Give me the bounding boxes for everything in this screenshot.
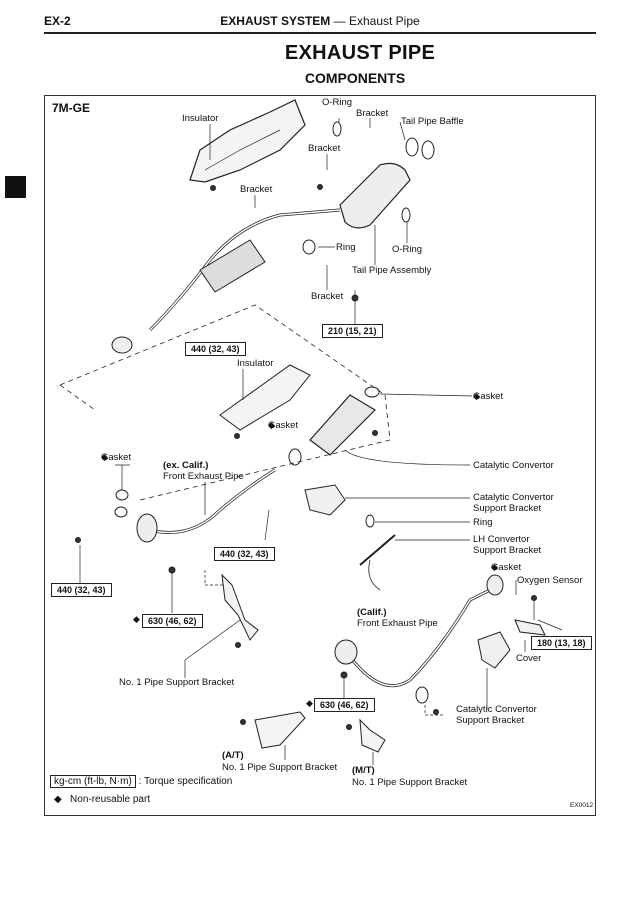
oring-right-part	[401, 207, 411, 223]
label-lh-convertor-bracket: LH Convertor Support Bracket	[473, 534, 542, 556]
label-gasket-left: ◆ Gasket	[101, 452, 132, 463]
gasket-mid-part	[288, 448, 302, 466]
label-no1-pipe-support-bracket: No. 1 Pipe Support Bracket	[119, 677, 235, 688]
tail-pipe-baffle-part	[405, 137, 419, 157]
clamp-part	[415, 686, 429, 704]
cover-part	[514, 619, 546, 636]
label-tail-pipe-baffle: Tail Pipe Baffle	[401, 116, 464, 127]
catalytic-convertor-part	[309, 394, 376, 456]
insulator-upper-part	[189, 99, 306, 183]
page-code: EX-2	[44, 14, 71, 28]
label-front-exhaust-pipe-calif: Front Exhaust Pipe	[357, 618, 438, 629]
non-reusable-icon: ◆	[101, 452, 108, 462]
subsection-title: Exhaust Pipe	[348, 14, 420, 28]
header-separator: —	[333, 14, 346, 28]
label-bracket-lower: Bracket	[311, 291, 344, 302]
section-tab-marker	[5, 176, 26, 198]
tail-pipe-muffler-part	[339, 162, 411, 229]
page-subtitle: COMPONENTS	[304, 70, 406, 86]
label-ex-calif: (ex. Calif.)	[163, 460, 209, 471]
legend-torque-unit: kg-cm (ft-lb, N·m)	[50, 775, 136, 788]
oring-upper-part	[332, 121, 342, 137]
torque-spec-630-right: 630 (46, 62)	[314, 698, 375, 712]
torque-spec-630-left: 630 (46, 62)	[142, 614, 203, 628]
label-insulator-upper: Insulator	[182, 113, 219, 124]
label-front-exhaust-pipe-exc: Front Exhaust Pipe	[163, 471, 244, 482]
label-mt: (M/T)	[352, 765, 375, 776]
cat-support-bracket-1-part	[304, 484, 346, 516]
gasket-right-part	[364, 386, 380, 398]
label-cover: Cover	[516, 653, 542, 664]
label-oxygen-sensor: Oxygen Sensor	[517, 575, 583, 586]
ring-upper-part	[302, 239, 316, 255]
label-gasket-right: ◆ Gasket	[473, 391, 504, 402]
label-cat-support-bracket-1: Catalytic Convertor Support Bracket	[473, 492, 554, 514]
page-title: EXHAUST PIPE	[284, 42, 436, 64]
legend-non-reusable-desc: Non-reusable part	[70, 794, 151, 805]
at-bracket-part	[254, 711, 306, 749]
header-rule	[44, 32, 596, 34]
label-gasket-oxygen: ◆Gasket	[491, 562, 522, 573]
ring-lower-part	[365, 514, 375, 528]
label-insulator-middle: Insulator	[237, 358, 274, 369]
label-tail-pipe-assembly: Tail Pipe Assembly	[352, 265, 432, 276]
no1-pipe-support-bracket-part	[221, 573, 259, 641]
running-header: EXHAUST SYSTEM — Exhaust Pipe	[0, 14, 640, 28]
non-reusable-icon: ◆	[306, 698, 313, 708]
dashed-group-outline	[59, 304, 391, 501]
non-reusable-icon: ◆	[54, 794, 62, 805]
legend-torque-desc: : Torque specification	[138, 776, 233, 787]
non-reusable-icon: ◆	[491, 562, 498, 572]
non-reusable-icon: ◆	[133, 614, 140, 624]
label-bracket-left: Bracket	[240, 184, 273, 195]
label-ring-lower: Ring	[473, 517, 493, 528]
legend-torque: kg-cm (ft-lb, N·m) : Torque specificatio…	[50, 775, 233, 788]
legend-non-reusable: ◆ Non-reusable part	[54, 794, 150, 805]
diagram-frame	[44, 95, 596, 816]
torque-spec-440-middle: 440 (32, 43)	[214, 547, 275, 561]
label-catalytic-convertor: Catalytic Convertor	[473, 460, 554, 471]
label-at: (A/T)	[222, 750, 244, 761]
figure-code: EX0012	[570, 802, 594, 809]
torque-spec-210: 210 (15, 21)	[322, 324, 383, 338]
torque-spec-180: 180 (13, 18)	[531, 636, 592, 650]
label-bracket-upper: Bracket	[356, 108, 389, 119]
label-ring-upper: Ring	[336, 242, 356, 253]
label-oring-upper: O-Ring	[322, 97, 353, 108]
label-mt-bracket: No. 1 Pipe Support Bracket	[352, 777, 468, 788]
non-reusable-icon: ◆	[473, 391, 480, 401]
torque-spec-440-upper: 440 (32, 43)	[185, 342, 246, 356]
section-title: EXHAUST SYSTEM	[220, 14, 331, 28]
non-reusable-icon: ◆	[268, 420, 275, 430]
cat-support-bracket-2-part	[477, 631, 511, 669]
engine-model-label: 7M-GE	[52, 101, 91, 115]
label-calif: (Calif.)	[357, 607, 387, 618]
mt-bracket-part	[359, 718, 386, 753]
sub-muffler-part	[199, 239, 266, 293]
insulator-middle-part	[219, 364, 311, 431]
center-pipe-flange-part	[111, 336, 133, 354]
label-cat-support-bracket-2: Catalytic Convertor Support Bracket	[456, 704, 537, 726]
bolt-icon	[210, 185, 216, 191]
gasket-left-part	[115, 489, 129, 501]
lh-convertor-bracket-part	[359, 534, 396, 566]
label-oring-right: O-Ring	[392, 244, 423, 255]
label-at-bracket: No. 1 Pipe Support Bracket	[222, 762, 338, 773]
label-gasket-middle: ◆Gasket	[268, 420, 299, 431]
torque-spec-440-left: 440 (32, 43)	[51, 583, 112, 597]
label-bracket-middle: Bracket	[308, 143, 341, 154]
